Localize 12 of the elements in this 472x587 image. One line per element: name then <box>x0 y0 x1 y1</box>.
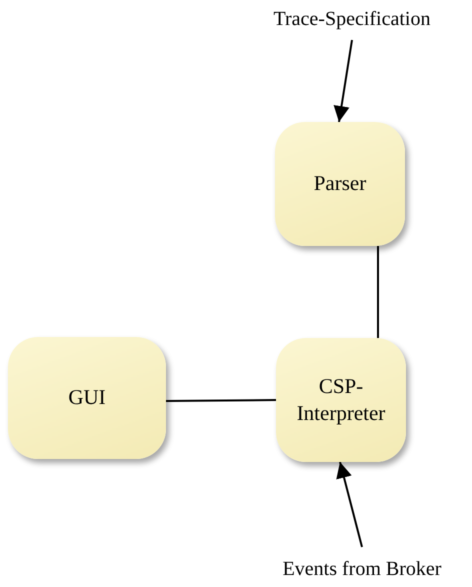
connector-line <box>166 399 276 402</box>
process-box <box>275 122 405 246</box>
connector-line <box>377 246 379 338</box>
input-label: Trace-Specification <box>262 2 442 36</box>
arrow <box>334 40 353 122</box>
input-label: Events from Broker <box>262 553 462 585</box>
box-label: GUI <box>68 384 106 412</box>
process-box <box>8 337 166 459</box>
process-box <box>276 338 406 462</box>
arrow <box>336 462 363 548</box>
box-label: CSP- Interpreter <box>296 372 386 427</box>
box-label: Parser <box>314 170 366 198</box>
